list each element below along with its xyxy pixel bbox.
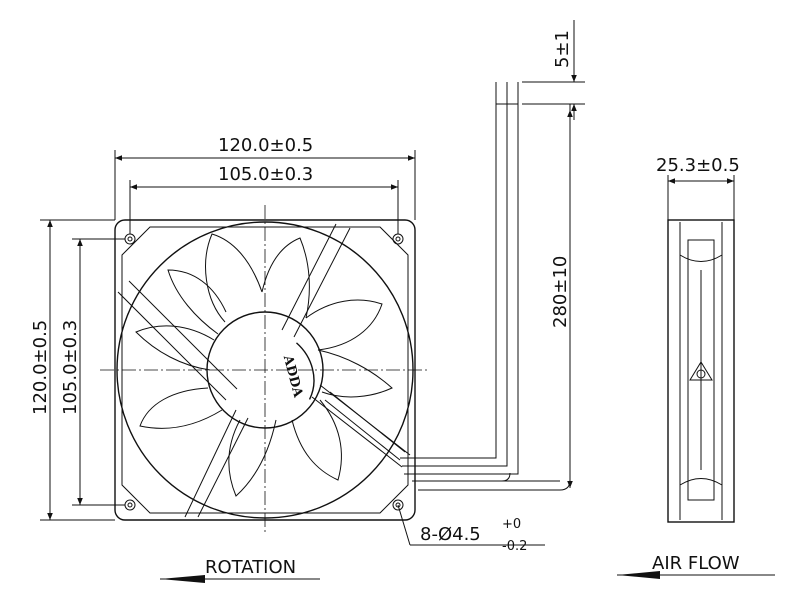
mounting-holes	[124, 233, 404, 511]
fan-struts	[117, 223, 411, 518]
front-view: ADDA	[100, 205, 430, 535]
fan-wires	[400, 82, 571, 491]
side-depth-dim: 25.3±0.5	[656, 155, 740, 220]
airflow-indicator: AIR FLOW	[617, 553, 775, 579]
dim-width-hole: 105.0±0.3	[218, 164, 313, 185]
dim-height-outer: 120.0±0.5	[30, 320, 51, 415]
dim-side-depth: 25.3±0.5	[656, 155, 740, 176]
front-height-dims: 120.0±0.5 105.0±0.3	[30, 219, 125, 521]
hole-callout: 8-Ø4.5 +0 -0.2	[397, 504, 545, 554]
side-view	[667, 219, 735, 523]
front-width-dims: 120.0±0.5 105.0±0.3	[114, 135, 416, 234]
hole-tol-upper: +0	[502, 517, 521, 532]
hole-tol-lower: -0.2	[502, 539, 527, 554]
airflow-label: AIR FLOW	[652, 553, 740, 574]
rotation-label: ROTATION	[205, 557, 296, 578]
wire-dims: 5±1 280±10	[522, 20, 585, 488]
side-frame-outer	[667, 219, 735, 523]
recycle-icon	[689, 361, 713, 381]
logo-text: ADDA	[279, 353, 305, 400]
fan-blades	[135, 233, 393, 497]
adda-logo: ADDA	[279, 342, 315, 400]
dim-width-outer: 120.0±0.5	[218, 135, 313, 156]
dim-height-hole: 105.0±0.3	[60, 320, 81, 415]
hole-spec: 8-Ø4.5	[420, 524, 481, 545]
dim-wire-strip: 5±1	[552, 30, 573, 68]
rotation-indicator: ROTATION	[160, 557, 320, 583]
dim-wire-length: 280±10	[550, 256, 571, 328]
